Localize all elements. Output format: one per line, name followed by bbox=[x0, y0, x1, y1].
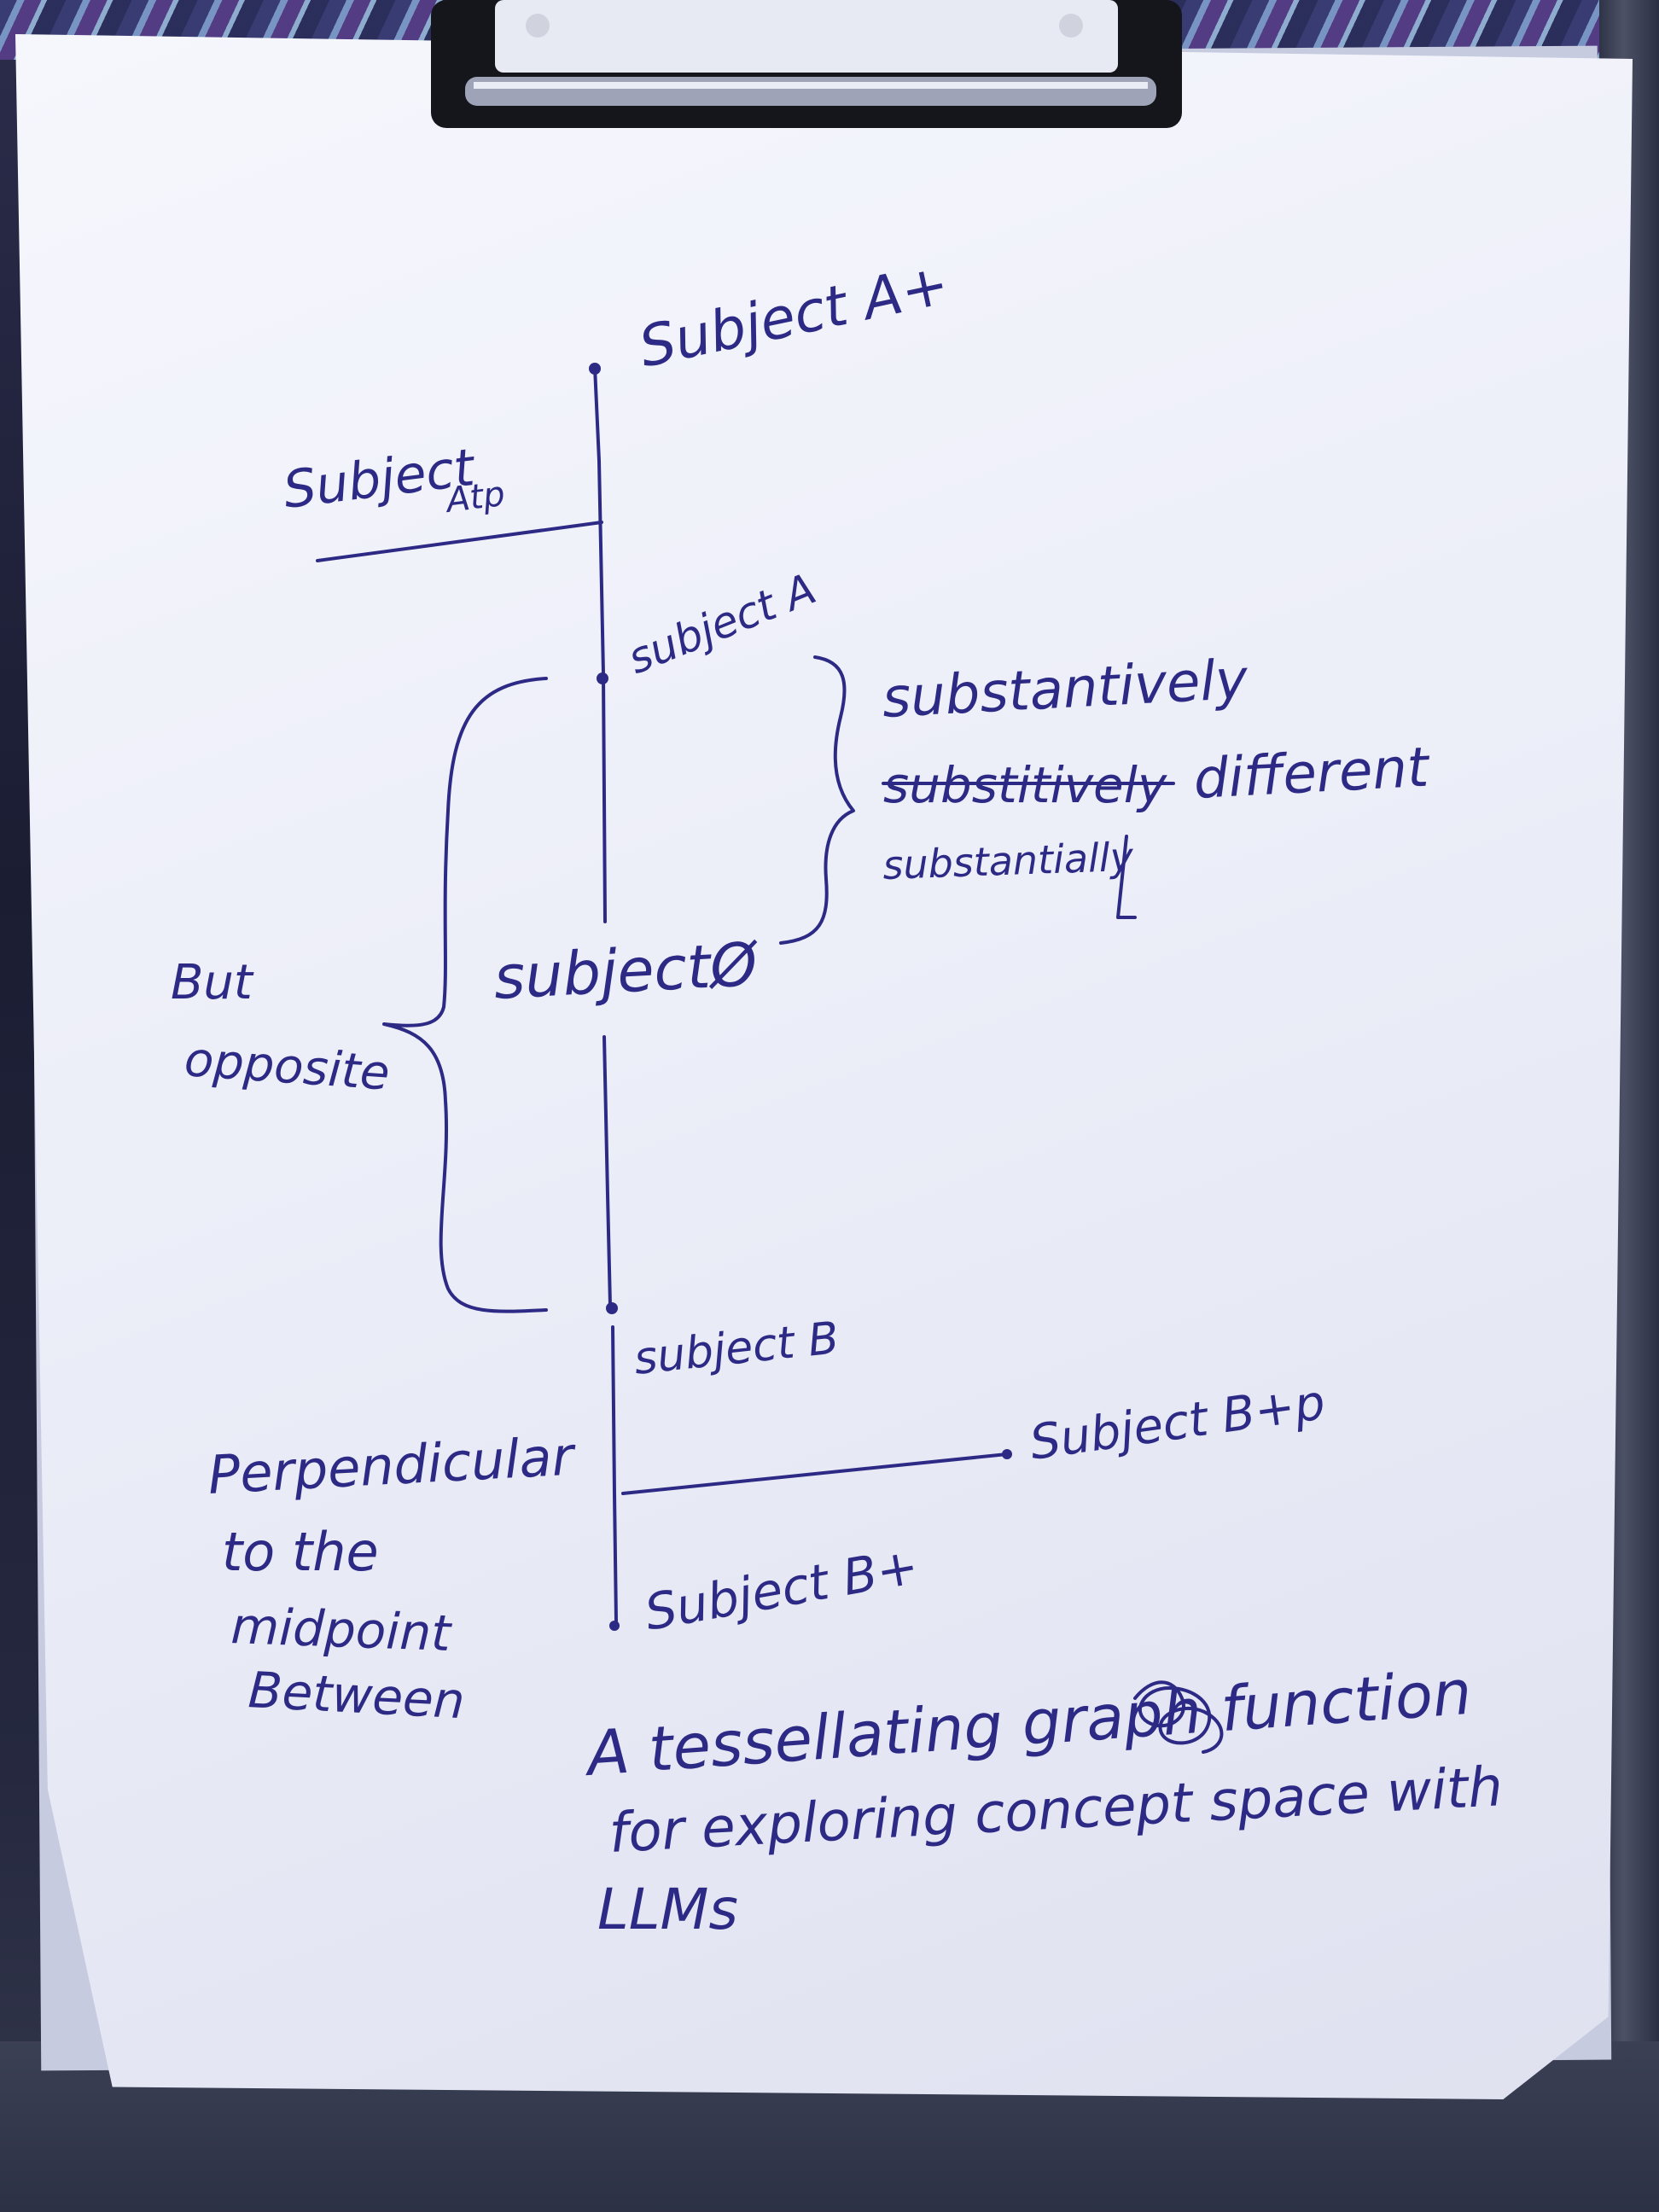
note-line-3: midpoint bbox=[230, 1597, 454, 1662]
label-subject-atp-sub: Atp bbox=[442, 474, 508, 521]
perpendicular-line-b bbox=[621, 1452, 1009, 1495]
axis-middle-segment bbox=[602, 1035, 612, 1307]
node-subject-b-plus bbox=[609, 1621, 620, 1631]
perpendicular-line-a bbox=[316, 521, 603, 562]
label-subject-zero: subjectØ bbox=[492, 929, 761, 1013]
label-substitively: substitively bbox=[883, 756, 1167, 814]
correction-mark bbox=[1116, 835, 1137, 919]
left-brace bbox=[382, 677, 548, 1313]
label-subject-b-tp: Subject B+p bbox=[1027, 1375, 1329, 1471]
label-opposite: opposite bbox=[183, 1032, 392, 1102]
label-different: different bbox=[1192, 736, 1433, 812]
axis-lower-segment bbox=[611, 1325, 618, 1623]
caption-line-3: LLMs bbox=[597, 1877, 738, 1942]
scribble-mark bbox=[1133, 1680, 1224, 1754]
node-subject-a-plus bbox=[589, 363, 601, 375]
label-subject-a-plus: Subject A+ bbox=[633, 251, 954, 381]
axis-upper-segment bbox=[593, 365, 607, 923]
note-line-2: to the bbox=[222, 1521, 379, 1583]
clipboard-clip-icon bbox=[431, 0, 1182, 128]
paper-sheet bbox=[15, 34, 1633, 2099]
label-subject-b-plus: Subject B+ bbox=[641, 1537, 923, 1642]
label-but: But bbox=[171, 955, 254, 1010]
label-substantively: substantively bbox=[881, 649, 1250, 731]
note-line-4: Between bbox=[247, 1661, 466, 1730]
node-subject-b-tp bbox=[1002, 1449, 1012, 1459]
note-line-1: Perpendicular bbox=[207, 1424, 578, 1506]
node-subject-b bbox=[606, 1302, 618, 1314]
label-substantially: substantially bbox=[882, 834, 1134, 888]
label-subject-b: subject B bbox=[632, 1313, 841, 1385]
label-subject-a: subject A bbox=[621, 564, 823, 684]
right-brace bbox=[779, 655, 855, 945]
node-subject-a bbox=[597, 672, 608, 684]
